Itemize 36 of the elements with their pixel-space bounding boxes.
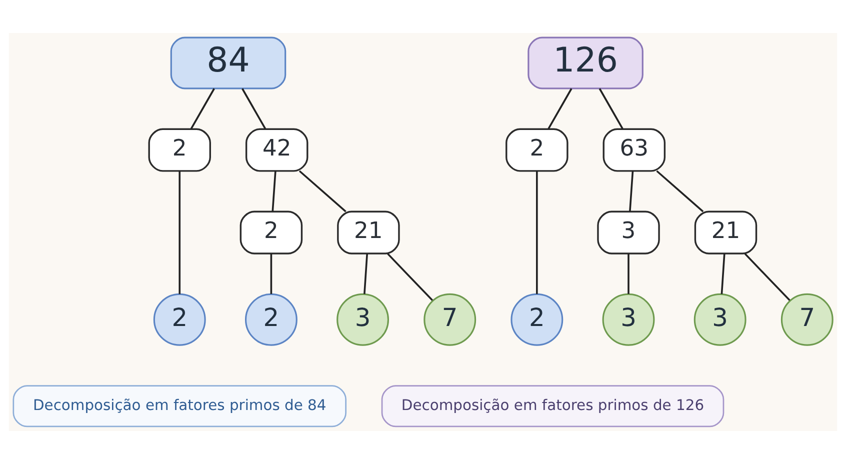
connector bbox=[628, 254, 630, 294]
node-circle: 7 bbox=[424, 293, 476, 346]
connector bbox=[387, 253, 434, 301]
node-circle: 3 bbox=[602, 293, 655, 346]
node-box: 84 bbox=[170, 36, 286, 90]
connector bbox=[364, 254, 368, 294]
node-box: Decomposição em fatores primos de 84 bbox=[12, 385, 346, 428]
node-box: 2 bbox=[240, 210, 303, 254]
connector bbox=[298, 170, 346, 212]
connector bbox=[548, 88, 572, 130]
node-circle: 7 bbox=[780, 293, 834, 346]
node-box: 2 bbox=[148, 128, 211, 172]
node-box: 21 bbox=[337, 210, 400, 254]
node-circle: 2 bbox=[510, 293, 564, 346]
node-box: 3 bbox=[597, 210, 660, 254]
node-box: 2 bbox=[506, 128, 568, 172]
connector bbox=[272, 170, 276, 212]
node-circle: 3 bbox=[694, 293, 746, 346]
node-box: Decomposição em fatores primos de 126 bbox=[381, 385, 724, 428]
node-box: 63 bbox=[602, 128, 666, 172]
connector bbox=[598, 88, 624, 130]
node-circle: 2 bbox=[153, 293, 206, 346]
connector bbox=[629, 170, 634, 212]
connector bbox=[242, 88, 266, 130]
node-box: 42 bbox=[245, 128, 308, 172]
node-box: 126 bbox=[528, 36, 644, 90]
connector bbox=[190, 88, 215, 130]
node-box: 21 bbox=[694, 210, 758, 254]
connector bbox=[656, 170, 704, 212]
connector bbox=[744, 253, 790, 301]
connector bbox=[536, 171, 538, 294]
connector bbox=[270, 254, 272, 294]
connector bbox=[178, 171, 181, 294]
node-circle: 2 bbox=[244, 293, 298, 346]
node-circle: 3 bbox=[336, 293, 390, 346]
connector bbox=[720, 254, 726, 294]
